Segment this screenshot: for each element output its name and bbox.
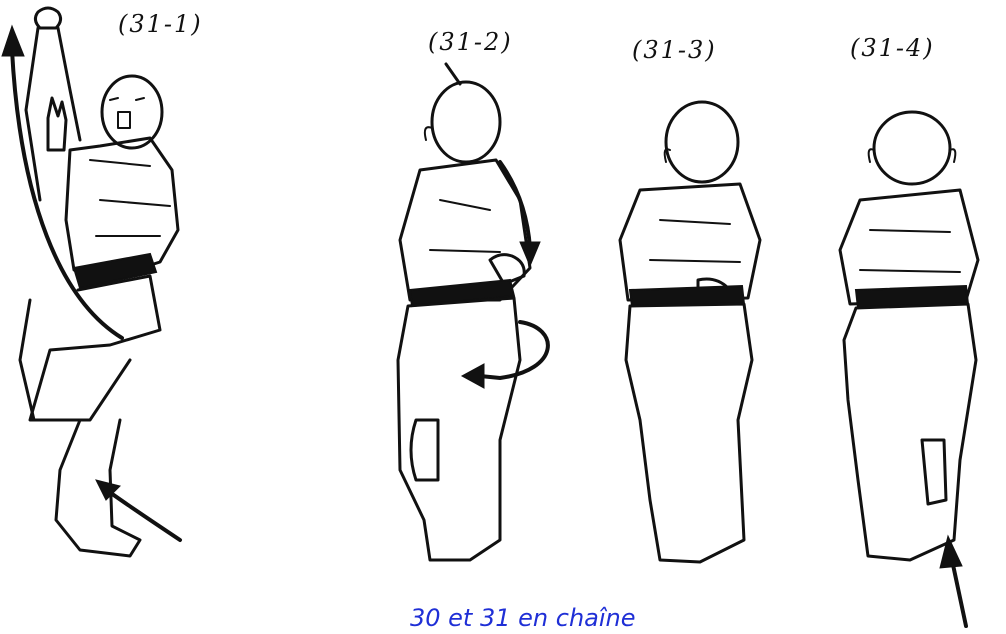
figure-label-31-1: (31-1) [118, 10, 203, 38]
topknot-line [446, 64, 460, 84]
head-shape [432, 82, 500, 162]
figure-31-3 [620, 102, 760, 562]
raised-arm [26, 28, 80, 200]
rotation-arrow-head [462, 364, 484, 388]
jacket-folds [90, 160, 170, 236]
ear-detail [869, 149, 956, 162]
figure-31-2 [398, 64, 548, 560]
figure-31-1 [2, 8, 180, 556]
fist-shape [35, 8, 60, 28]
face-detail [110, 98, 144, 128]
pants-back [20, 300, 34, 420]
raised-leg [30, 276, 160, 420]
jacket-folds [860, 230, 960, 272]
jacket-folds [430, 200, 500, 252]
figure-label-31-4: (31-4) [850, 34, 935, 62]
figure-31-4 [840, 112, 978, 626]
head-shape [102, 76, 162, 148]
pants-shape [398, 298, 520, 560]
upward-arrow [952, 560, 966, 626]
pants-shape [626, 304, 752, 562]
raised-foot [411, 420, 438, 480]
foot-arrow [104, 488, 180, 540]
open-hand [48, 98, 66, 150]
downward-arrow-head [520, 242, 540, 266]
jacket-folds [650, 220, 740, 262]
rotation-arrow [480, 322, 548, 378]
raised-heel [922, 440, 946, 504]
jacket-torso [620, 184, 760, 300]
figure-label-31-2: (31-2) [428, 28, 513, 56]
head-shape [874, 112, 950, 184]
figure-label-31-3: (31-3) [632, 36, 717, 64]
head-shape [666, 102, 738, 182]
ear-detail [425, 127, 432, 140]
pants-shape [844, 304, 976, 560]
sequence-caption: 30 et 31 en chaîne [410, 604, 636, 632]
standing-leg [56, 420, 140, 556]
jacket-torso [66, 138, 178, 278]
upward-arrow-head [2, 26, 24, 56]
